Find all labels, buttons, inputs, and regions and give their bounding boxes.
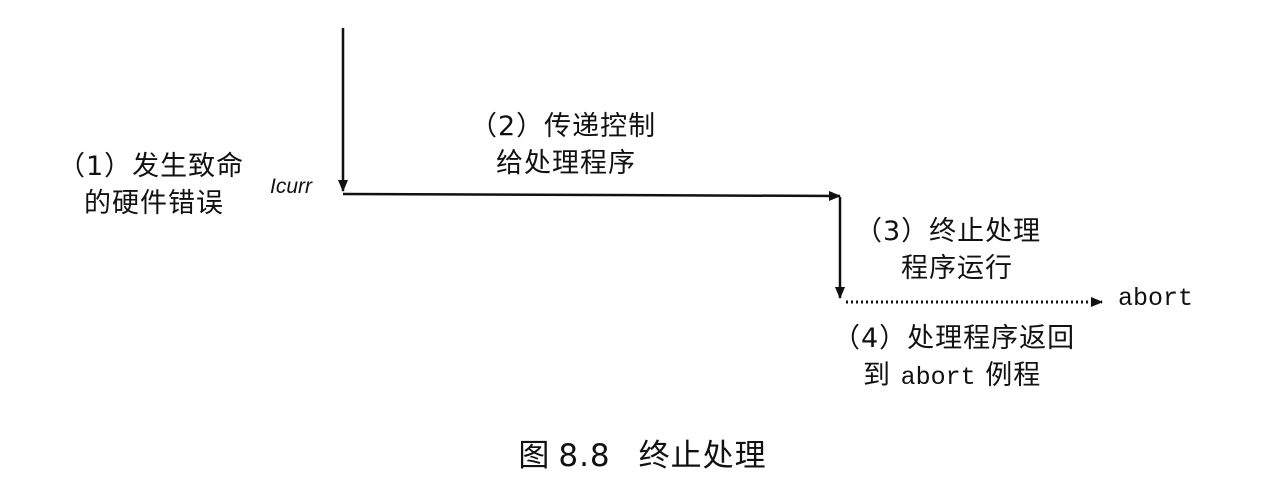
icurr-label: Icurr: [270, 175, 312, 198]
transfer-to-handler-arrow: [342, 190, 841, 201]
step4-line2-suffix: 例程: [975, 360, 1042, 391]
step4-label: （4）处理程序返回 到 abort 例程: [833, 320, 1075, 396]
caption-figure-word: 图: [518, 438, 551, 474]
step1-line1: （1）发生致命: [58, 151, 245, 182]
step4-line1: （4）处理程序返回: [833, 323, 1076, 354]
step1-line2: 的硬件错误: [84, 188, 224, 219]
step2-label: （2）传递控制 给处理程序: [470, 108, 656, 182]
step2-line2: 给处理程序: [496, 148, 636, 179]
step4-line2: 到 abort 例程: [833, 357, 1075, 396]
step4-abort-code: abort: [900, 363, 976, 392]
caption-title: 终止处理: [638, 438, 767, 474]
caption-figure-number: 8.8: [558, 438, 611, 474]
step3-label: （3）终止处理 程序运行: [855, 213, 1041, 287]
abort-target-label: abort: [1118, 284, 1194, 313]
step2-line1: （2）传递控制: [470, 111, 657, 142]
step4-line2-prefix: 到: [863, 360, 901, 391]
step1-label: （1）发生致命 的硬件错误: [58, 148, 244, 222]
step3-line2: 程序运行: [901, 253, 1013, 284]
step3-line1: （3）终止处理: [855, 216, 1042, 247]
